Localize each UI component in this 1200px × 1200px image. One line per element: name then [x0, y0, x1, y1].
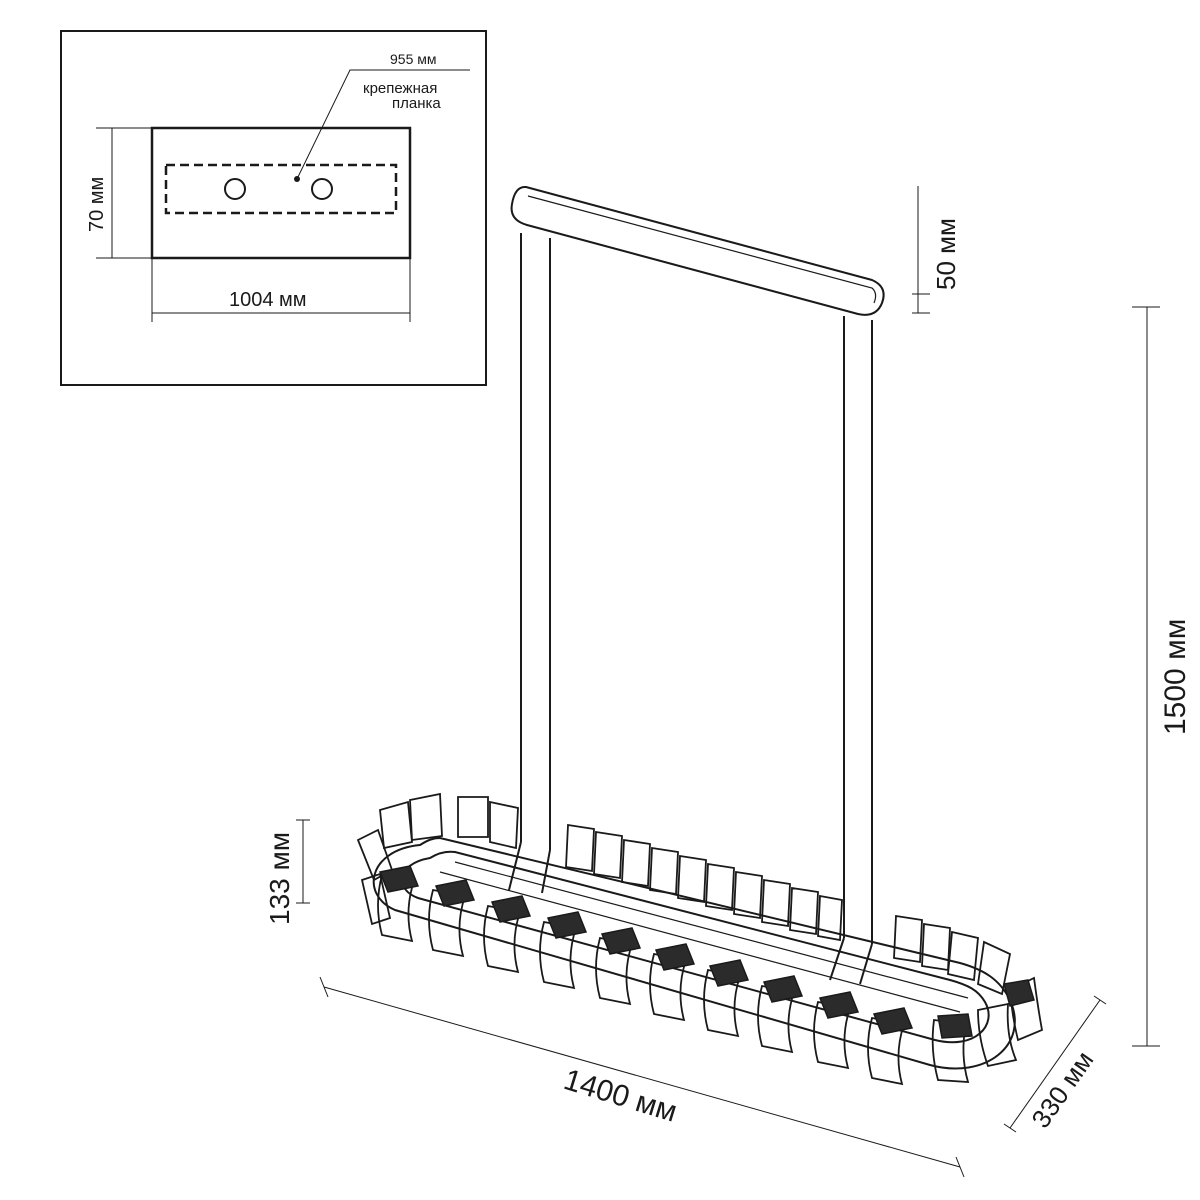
- mount-hole-left: [224, 178, 246, 200]
- chandelier-drawing: [356, 185, 1044, 1086]
- dimension-lines: [296, 186, 1160, 1178]
- plate-height-dimension: [96, 127, 152, 259]
- mount-hole-right: [311, 178, 333, 200]
- bracket-length-label: 955 мм: [390, 51, 437, 67]
- mounting-plate-inset: 955 мм крепежная планка 70 мм 1004 мм: [60, 30, 487, 386]
- plate-width-label: 1004 мм: [229, 289, 307, 311]
- plate-width-dimension: [151, 258, 411, 322]
- canopy-height-dimension: [912, 186, 930, 314]
- bracket-leader-line: [296, 69, 470, 180]
- bracket-caption-line1: крепежная: [363, 80, 437, 97]
- crystal-row-back: [379, 792, 1012, 996]
- suspension-rod-right: [843, 316, 873, 944]
- mounting-plate: [150, 126, 412, 260]
- plate-height-label: 70 мм: [86, 177, 108, 232]
- length-label: 1400 мм: [560, 1063, 681, 1129]
- crystal-tops-dark: [378, 865, 1035, 1039]
- total-height-dimension: [1132, 306, 1160, 1047]
- canopy-bar: [510, 185, 885, 316]
- depth-label: 330 мм: [1025, 1045, 1099, 1133]
- total-height-label: 1500 мм: [1159, 619, 1192, 735]
- depth-dimension: [1003, 995, 1107, 1133]
- crystal-row-front: [377, 873, 1044, 1086]
- canopy-height-label: 50 мм: [931, 218, 961, 290]
- length-dimension: [319, 976, 965, 1178]
- suspension-rod-left: [520, 233, 551, 850]
- oval-frame-outer: [372, 836, 1016, 1070]
- mounting-bracket-dashed: [164, 163, 398, 215]
- shade-height-dimension: [296, 819, 310, 904]
- inset-frame: [60, 30, 487, 386]
- bracket-caption-line2: планка: [392, 95, 441, 112]
- shade-height-label: 133 мм: [264, 832, 295, 925]
